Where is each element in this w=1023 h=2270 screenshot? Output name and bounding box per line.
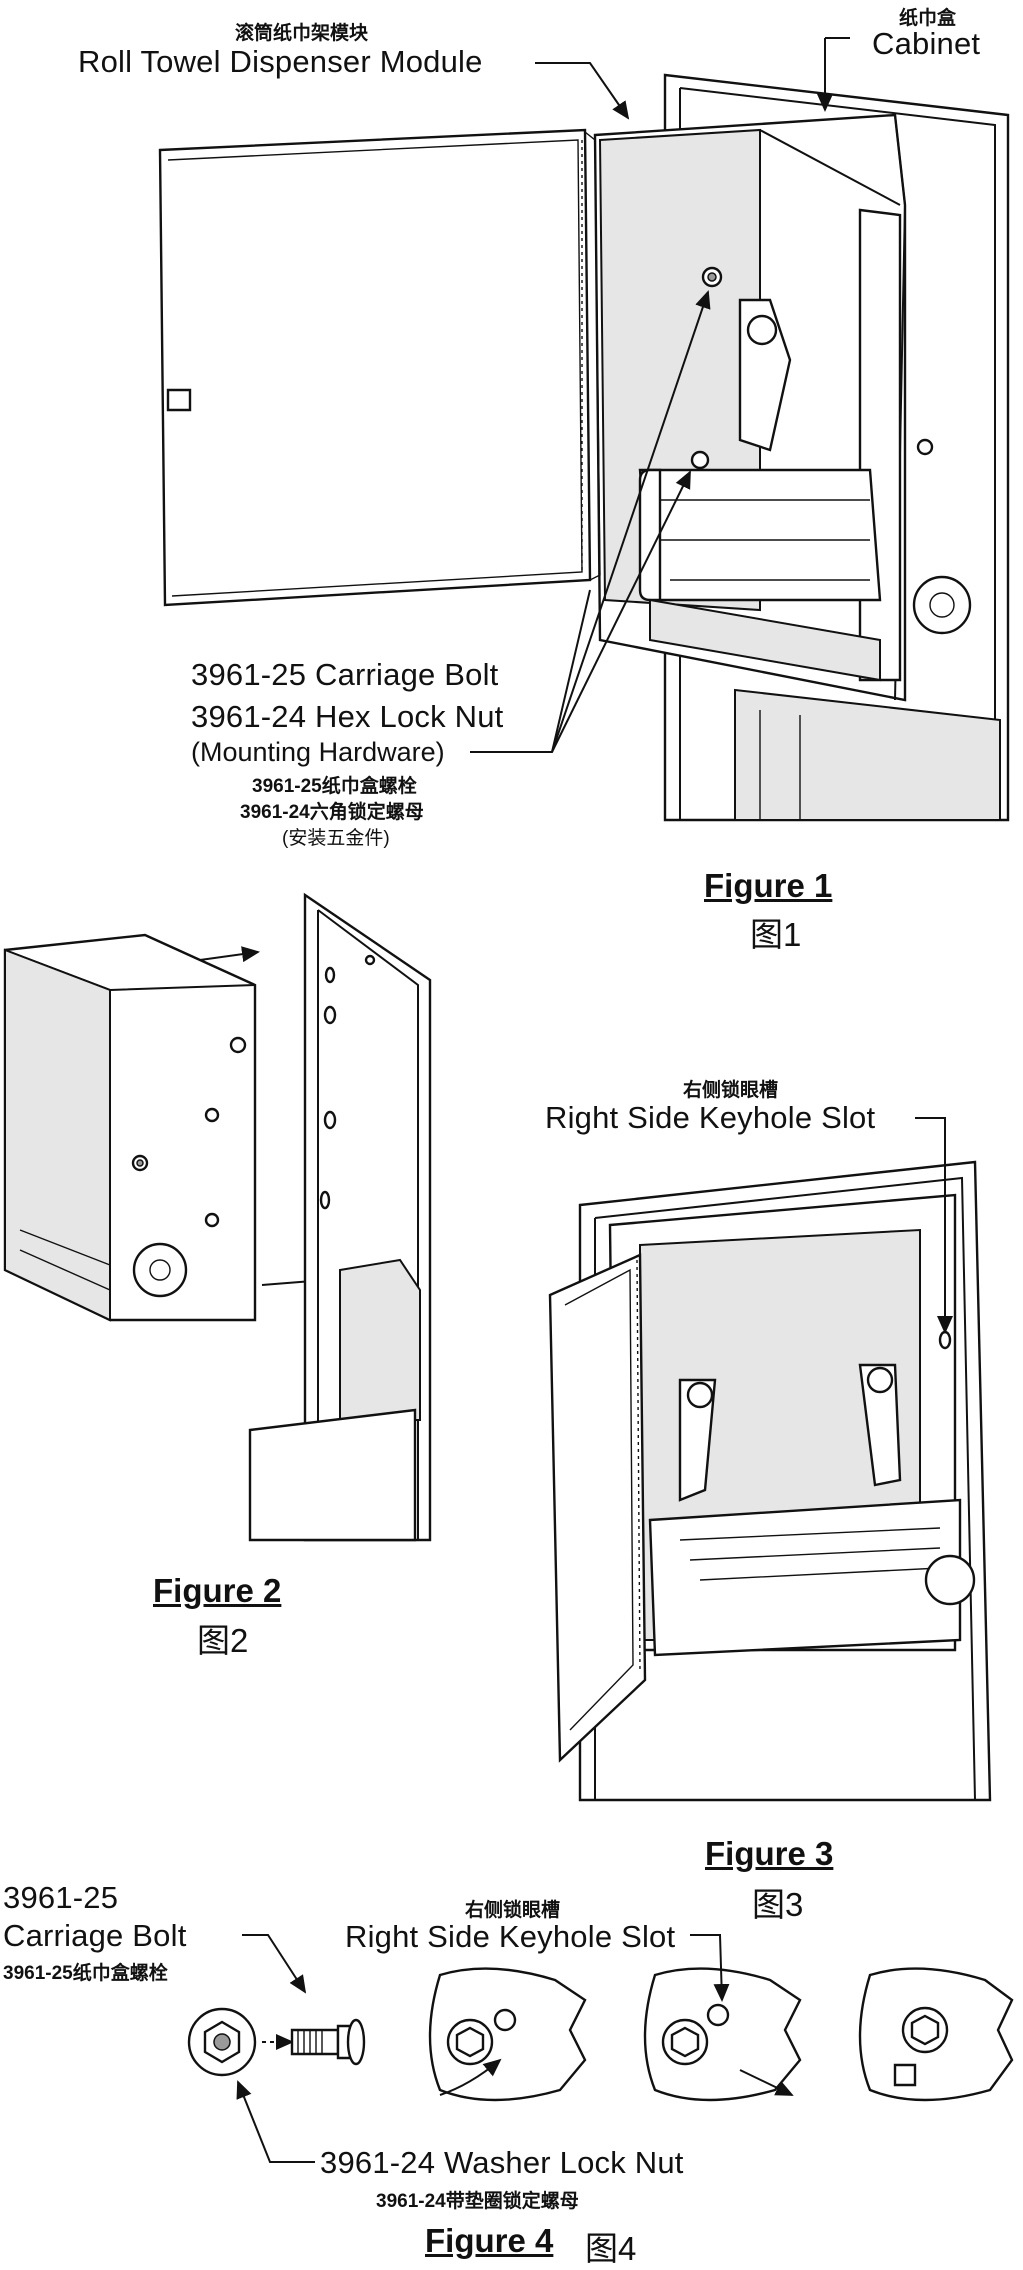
figure2-illustration [3,892,432,1542]
dispenser-door [158,128,592,607]
figure1-caption-cn: 图1 [750,916,802,953]
nut-label-cn: 3961-24六角锁定螺母 [240,802,424,823]
bolt-label-cn: 3961-25纸巾盒螺栓 [252,776,417,797]
bolt-label-en: 3961-25 Carriage Bolt [191,657,499,692]
figure4-illustration [187,1934,1014,2163]
figure3-illustration [548,1117,992,1802]
bolt-name-label: Carriage Bolt [3,1918,187,1953]
keyhole-label-en-fig4: Right Side Keyhole Slot [345,1919,676,1954]
figure1-caption: Figure 1 [704,867,833,904]
carriage-bolt [290,2018,366,2066]
keyhole-label-en: Right Side Keyhole Slot [545,1100,876,1135]
step-panel-2 [643,1967,802,2102]
washer-nut-label-en: 3961-24 Washer Lock Nut [320,2145,684,2180]
bolt-number-label: 3961-25 [3,1880,119,1915]
figure3-caption-cn: 图3 [752,1886,804,1923]
figure2-caption-cn: 图2 [197,1622,249,1659]
hardware-label-cn: (安装五金件) [282,828,390,849]
keyhole-label-cn: 右侧锁眼槽 [683,1080,779,1101]
hardware-label-en: (Mounting Hardware) [191,737,445,767]
nut-label-en: 3961-24 Hex Lock Nut [191,699,504,734]
figure1-illustration [158,37,1010,822]
figure4-caption-cn: 图4 [585,2230,637,2267]
figure4-caption: Figure 4 [425,2222,554,2259]
module-label-cn: 滚筒纸巾架模块 [235,23,369,44]
keyhole-label-cn-fig4: 右侧锁眼槽 [465,1900,561,1921]
bolt-label-cn-fig4: 3961-25纸巾盒螺栓 [3,1963,168,1984]
step-panel-1 [428,1967,587,2102]
figure2-caption: Figure 2 [153,1572,282,1609]
cabinet-label-en: Cabinet [872,26,981,61]
dispenser-door [548,1253,647,1763]
module-label-en: Roll Towel Dispenser Module [78,44,483,79]
cabinet-label-cn: 纸巾盒 [899,8,957,29]
step-panel-3 [858,1967,1014,2102]
washer-nut-label-cn: 3961-24带垫圈锁定螺母 [376,2191,579,2212]
figure3-caption: Figure 3 [705,1835,834,1872]
washer-lock-nut [187,2007,257,2077]
